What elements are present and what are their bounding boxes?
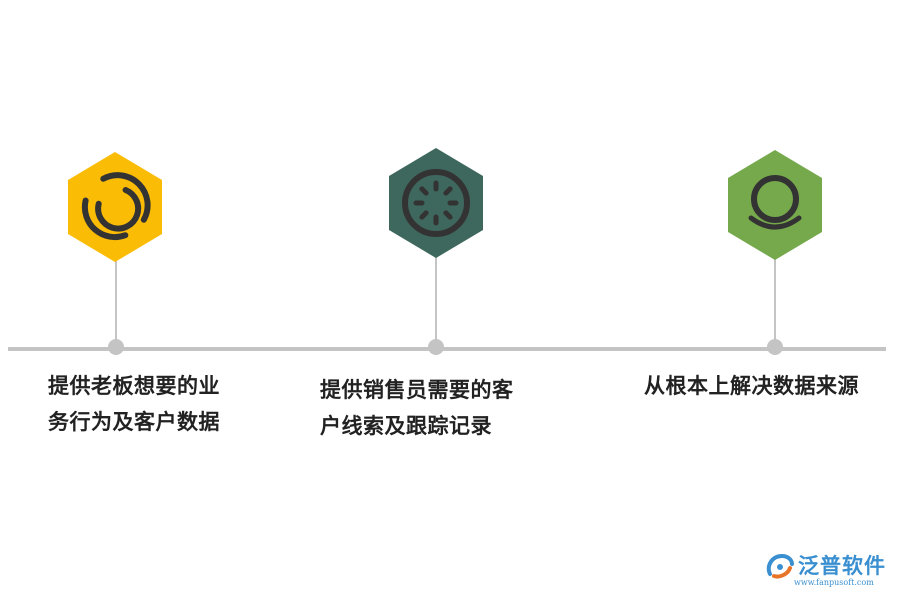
step-3-label: 从根本上解决数据来源 [644, 368, 859, 404]
hexagon-3 [728, 150, 822, 260]
step-3-line-1: 从根本上解决数据来源 [644, 374, 859, 398]
timeline-dot-2 [428, 339, 444, 355]
logo-url: www.fanpusoft.com [794, 578, 874, 587]
bowl-ring-icon [748, 175, 802, 230]
step-2-badge [389, 148, 483, 258]
step-2-line-1: 提供销售员需要的客 [320, 378, 514, 402]
timeline-dot-3 [767, 339, 783, 355]
step-1-badge [68, 152, 162, 262]
segmented-ring-icon [81, 172, 151, 240]
logo-swirl-icon [766, 553, 794, 579]
step-1-line-1: 提供老板想要的业 [48, 374, 220, 398]
timeline-dot-1 [108, 339, 124, 355]
hexagon-1 [68, 152, 162, 262]
step-3-badge [728, 150, 822, 260]
step-2-label: 提供销售员需要的客 户线索及跟踪记录 [320, 372, 514, 444]
step-1-label: 提供老板想要的业 务行为及客户数据 [48, 368, 220, 440]
step-2-line-2: 户线索及跟踪记录 [320, 414, 492, 438]
step-1-line-2: 务行为及客户数据 [48, 410, 220, 434]
loading-spinner-icon [402, 169, 470, 237]
logo-name: 泛普软件 [798, 554, 886, 578]
brand-logo: 泛普软件 www.fanpusoft.com [764, 548, 888, 592]
hexagon-2 [389, 148, 483, 258]
